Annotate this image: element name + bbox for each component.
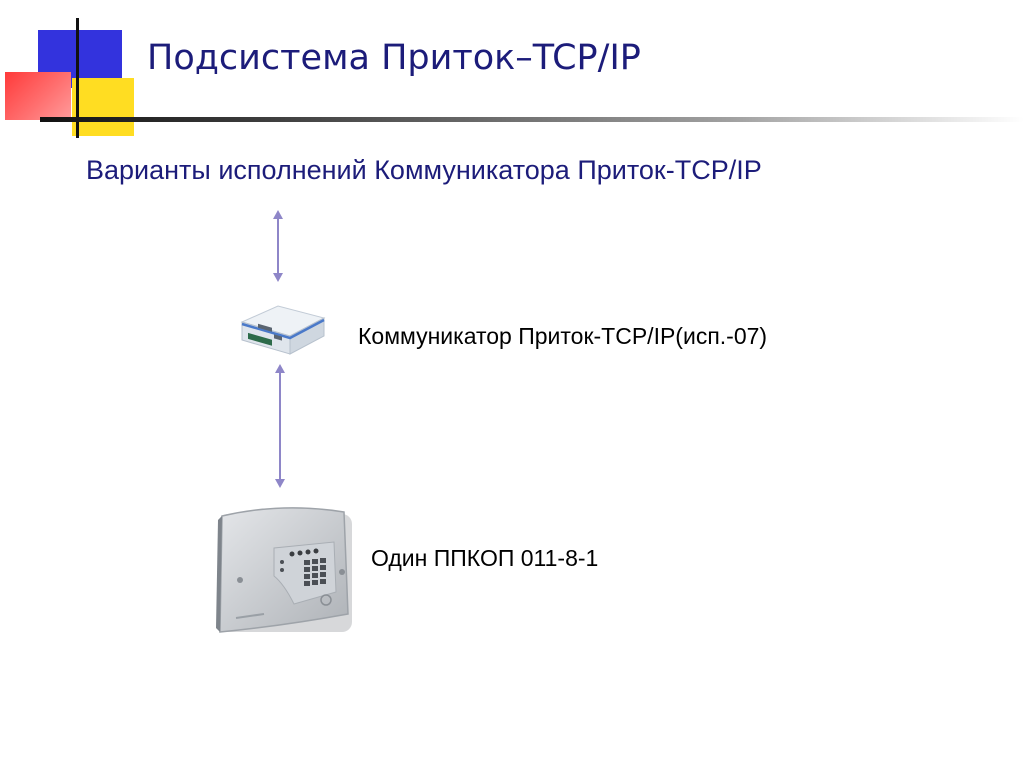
decor-yellow-square bbox=[72, 78, 134, 136]
decor-vertical-line bbox=[76, 18, 79, 138]
control-panel-label: Один ППКОП 011-8-1 bbox=[371, 545, 599, 571]
title-underline bbox=[40, 117, 1024, 122]
network-communicator-device-icon bbox=[240, 305, 326, 355]
double-arrow-bottom-icon bbox=[275, 364, 285, 488]
decor-red-square bbox=[5, 72, 71, 120]
security-control-panel-icon bbox=[216, 507, 352, 633]
slide-subtitle: Варианты исполнений Коммуникатора Приток… bbox=[86, 155, 762, 185]
communicator-label: Коммуникатор Приток-TCP/IP(исп.-07) bbox=[358, 323, 768, 349]
double-arrow-top-icon bbox=[273, 210, 283, 282]
slide-title: Подсистема Приток–TCP/IP bbox=[147, 38, 641, 78]
